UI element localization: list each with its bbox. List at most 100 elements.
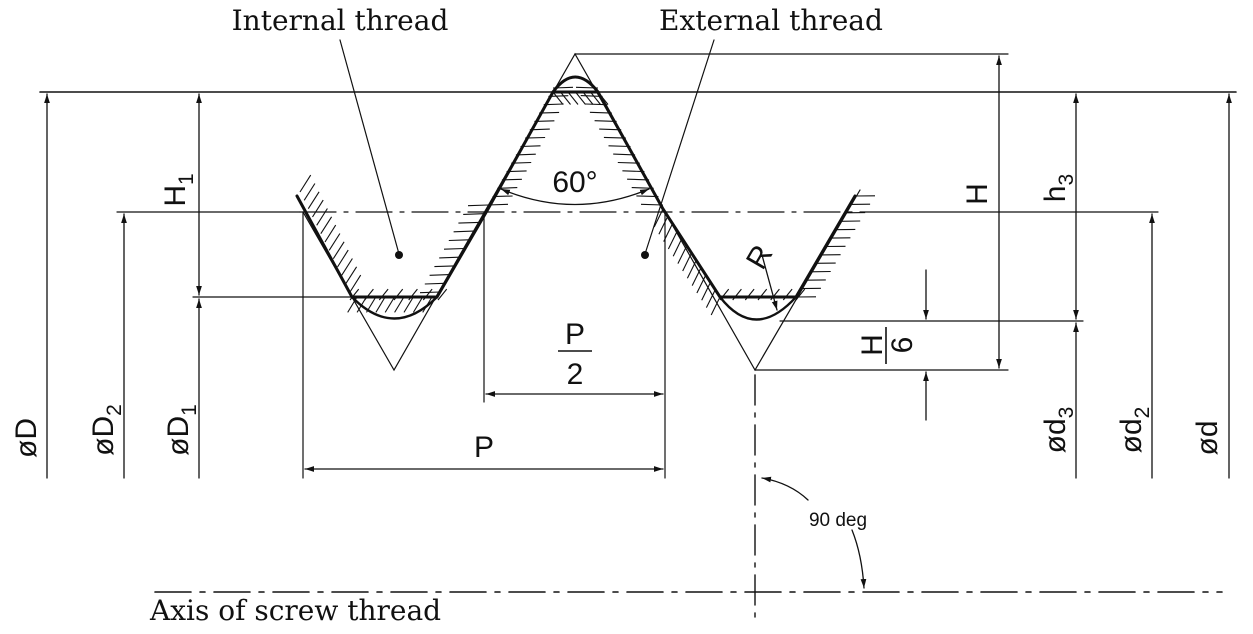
hatch-line (627, 178, 650, 181)
external-crest-arc (551, 75, 600, 94)
hatch-line (412, 296, 424, 313)
hatch-line (345, 266, 358, 284)
hatch-line (375, 296, 386, 313)
hatch-line (393, 288, 404, 301)
half-pitch-numerator: P (565, 318, 585, 351)
hatch-line (597, 91, 609, 105)
hatch-line (303, 183, 316, 201)
dD2-label: øD2 (87, 404, 126, 456)
hatch-line (701, 282, 711, 301)
height-h-label: H (961, 183, 994, 205)
hatch-line (719, 288, 730, 301)
hatch-line (640, 203, 664, 206)
hatch-line (590, 91, 601, 105)
hatch-line (552, 86, 574, 89)
hatch-line (422, 296, 433, 313)
hatch-line (658, 216, 669, 235)
hatch-line (603, 136, 626, 139)
hatch-line (710, 296, 721, 316)
hatch-line (677, 245, 688, 264)
hatch-line (744, 288, 755, 301)
hatch-line (691, 267, 702, 286)
hatch-line (622, 170, 645, 173)
hatch-line (384, 296, 395, 313)
hatch-line (439, 256, 460, 259)
hatch-line (552, 91, 564, 105)
hatch-line (757, 288, 768, 301)
hatch-line (337, 249, 349, 268)
hatch-line (448, 239, 469, 242)
hatch-line (501, 178, 522, 181)
hatch-line (458, 221, 479, 224)
hatch-line (366, 296, 377, 313)
h6-numerator: H (856, 334, 889, 356)
hatch-line (636, 195, 659, 198)
hatch-line (515, 153, 536, 156)
hatch-line (394, 296, 405, 313)
pitch-label: P (474, 431, 494, 464)
hatch-line (307, 191, 320, 209)
hatch-line (443, 247, 465, 250)
hatch-line (520, 145, 541, 148)
hatch-line (705, 289, 716, 308)
internal-thread-leader (339, 39, 400, 255)
hatch-line (539, 111, 560, 114)
hatch-line (312, 199, 324, 218)
fundamental-triangle (302, 52, 861, 372)
hatch-line (403, 296, 414, 313)
hatch-line (429, 274, 450, 276)
hatch-line (328, 233, 341, 251)
hatch-line (682, 252, 692, 272)
hatch-line (320, 216, 333, 234)
angle-60-label: 60° (552, 166, 597, 199)
hatch-line (594, 120, 617, 122)
hatch-line (506, 170, 527, 173)
external-thread-label: External thread (659, 4, 883, 37)
half-pitch-denominator: 2 (567, 358, 584, 391)
axis-label: Axis of screw thread (149, 594, 441, 627)
hatch-line (347, 296, 358, 313)
hatch-line (316, 208, 328, 226)
hatch-line (631, 187, 654, 189)
angle-90-arc-top (761, 476, 809, 501)
hatch-line (437, 288, 448, 301)
hatch-line (567, 91, 579, 105)
hatch-line (667, 230, 678, 250)
hatch-line (378, 288, 389, 301)
angle-90-arc-bottom (851, 529, 867, 589)
external-thread-leader-dot (641, 251, 649, 259)
hatch-line (575, 91, 586, 105)
hatch-line (782, 288, 793, 301)
thread-hatching (299, 86, 876, 316)
hatch-line (599, 128, 622, 131)
hatch-line (332, 241, 345, 259)
hatch-line (543, 103, 564, 106)
internal-thread-label: Internal thread (232, 4, 449, 37)
hatch-line (349, 274, 362, 293)
hatch-line (511, 161, 532, 164)
hatch-line (529, 128, 550, 131)
hatch-line (686, 260, 697, 279)
dd2-label: ød2 (1115, 407, 1154, 454)
hatch-line (663, 223, 673, 242)
hatch-line (349, 288, 360, 301)
hatch-line (299, 174, 312, 193)
hatch-line (341, 258, 353, 276)
internal-thread-leader-dot (395, 251, 403, 259)
hatch-line (732, 288, 742, 301)
hatch-line (696, 274, 707, 294)
hatch-line (795, 288, 806, 301)
hatch-line (467, 204, 489, 207)
hatch-line (422, 288, 433, 301)
hatch-line (672, 238, 683, 257)
hatch-line (589, 111, 612, 114)
hatch-line (770, 288, 780, 301)
external-thread-leader (644, 39, 715, 255)
hatch-line (575, 86, 599, 89)
hatch-line (534, 120, 555, 122)
hatch-line (487, 203, 509, 206)
hatch-line (463, 213, 484, 215)
hatch-line (585, 103, 608, 106)
hatch-line (613, 153, 636, 156)
